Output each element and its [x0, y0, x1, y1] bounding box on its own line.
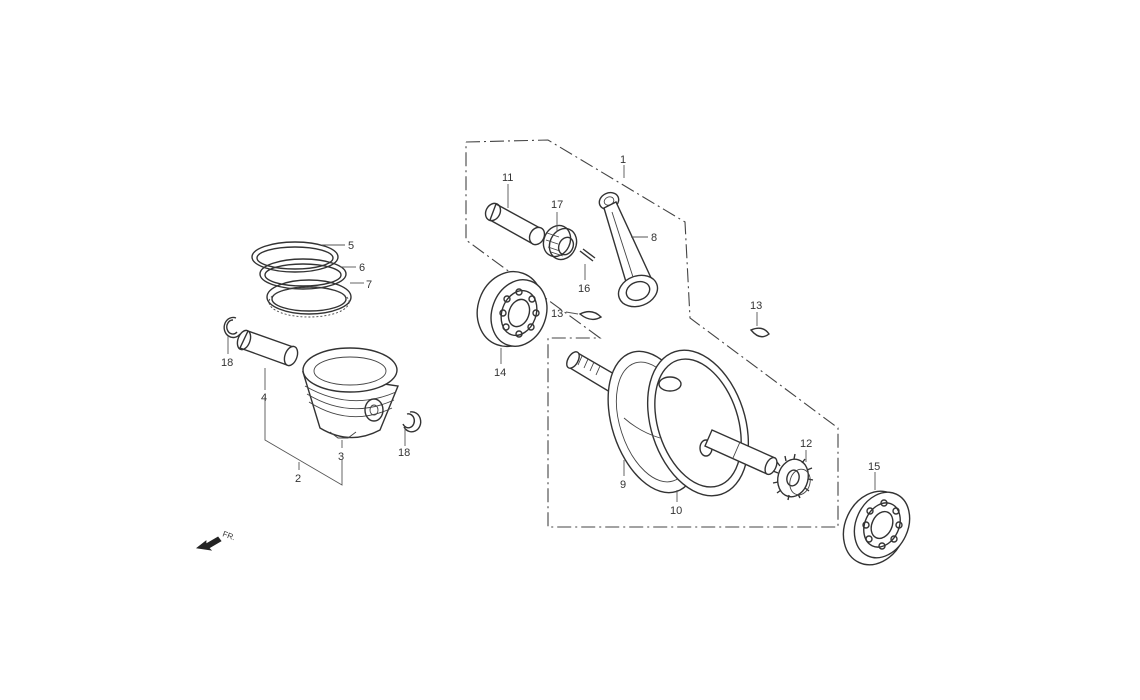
callout-13-right: 13 [750, 300, 762, 312]
piston-pin [236, 329, 299, 367]
piston-ring-second [259, 258, 347, 290]
connecting-rod [598, 191, 659, 308]
callout-6: 6 [359, 262, 365, 274]
small-end-pin [484, 202, 546, 246]
callout-2: 2 [295, 473, 301, 485]
callout-7: 7 [366, 279, 372, 291]
callout-14: 14 [494, 367, 506, 379]
callout-3: 3 [338, 451, 344, 463]
ball-bearing-right [842, 490, 911, 566]
callout-9: 9 [620, 479, 626, 491]
callout-12: 12 [800, 438, 812, 450]
woodruff-key-right [749, 327, 770, 338]
callout-11: 11 [502, 172, 513, 184]
callout-8: 8 [651, 232, 657, 244]
callout-18-left: 18 [221, 357, 233, 369]
direction-label: FR. [221, 529, 236, 542]
piston-ring-top [251, 241, 339, 273]
timing-gear [772, 453, 814, 501]
woodruff-key-left [578, 310, 603, 321]
callout-4: 4 [261, 392, 267, 404]
callout-13-left: 13 [551, 308, 563, 320]
callout-10: 10 [670, 505, 682, 517]
callout-5: 5 [348, 240, 354, 252]
callout-16: 16 [578, 283, 590, 295]
callout-1: 1 [620, 154, 626, 166]
assembly-boundary [465, 139, 839, 528]
piston-set-bracket [264, 397, 343, 486]
callout-15: 15 [868, 461, 880, 473]
ball-bearing-left [476, 270, 548, 348]
needle-bearing [542, 224, 578, 261]
circlip-right [402, 411, 422, 433]
piston-ring-oil [266, 279, 352, 318]
circlip-left [223, 316, 241, 339]
piston [302, 347, 399, 439]
callout-17: 17 [551, 199, 563, 211]
crankshaft [566, 349, 778, 497]
crank-pin-small [579, 248, 596, 262]
front-direction-arrow-icon [196, 536, 222, 551]
callout-18-right: 18 [398, 447, 410, 459]
leader-lines [227, 165, 876, 502]
